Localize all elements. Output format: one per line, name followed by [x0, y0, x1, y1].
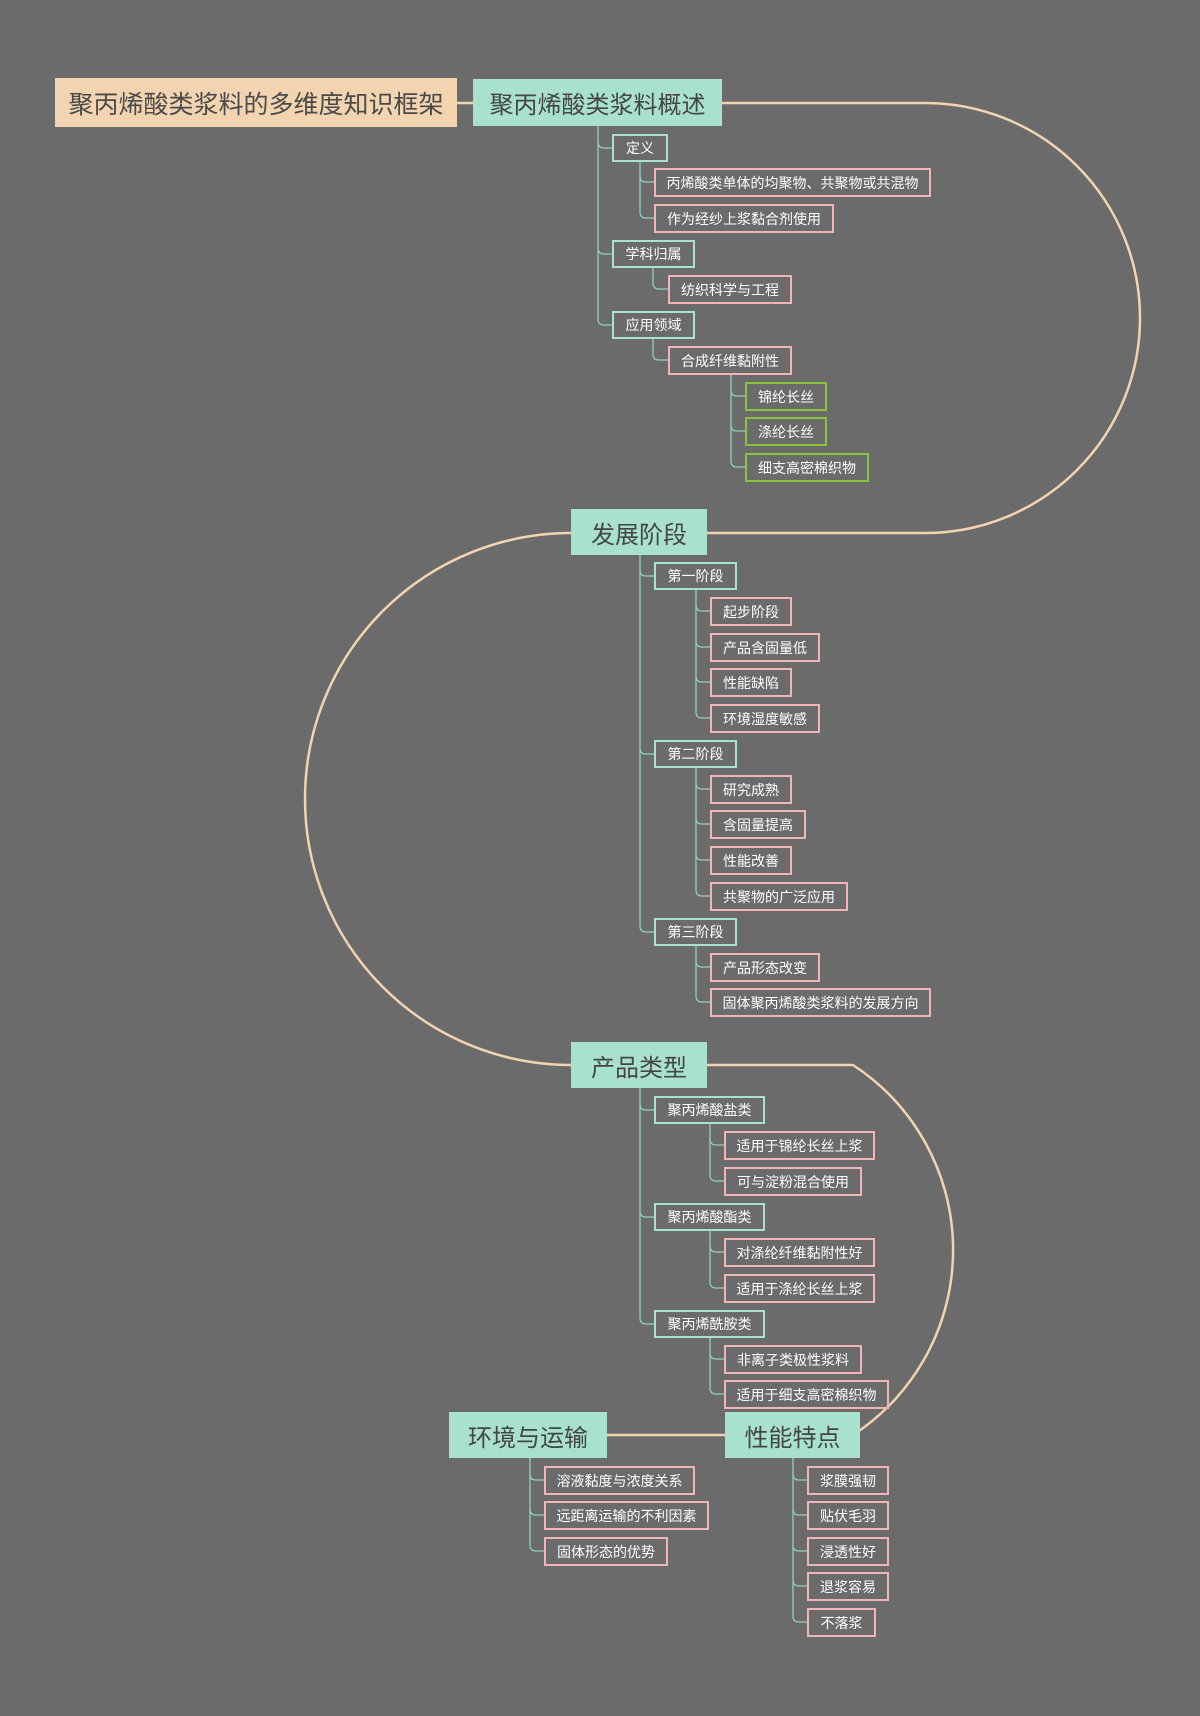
topic-stages[interactable]: 发展阶段	[571, 509, 707, 555]
leaf-application-1-label: 合成纤维黏附性	[681, 353, 779, 370]
leaf-performance-1-label: 浆膜强韧	[820, 1473, 876, 1490]
subtopic-stage-1[interactable]: 第一阶段	[654, 562, 737, 590]
leaf3-application-2-label: 涤纶长丝	[758, 424, 814, 441]
leaf-application-1[interactable]: 合成纤维黏附性	[668, 346, 792, 375]
leaf-stage3-1-label: 产品形态改变	[723, 960, 807, 977]
subtopic-salt[interactable]: 聚丙烯酸盐类	[654, 1096, 765, 1124]
spine	[303, 101, 1142, 1437]
leaf-stage2-1[interactable]: 研究成熟	[710, 775, 792, 804]
subtopic-stage-2[interactable]: 第二阶段	[654, 740, 737, 768]
leaf-salt-2[interactable]: 可与淀粉混合使用	[724, 1167, 862, 1196]
leaf-stage2-4-label: 共聚物的广泛应用	[723, 889, 835, 906]
subtopic-discipline-label: 学科归属	[625, 247, 682, 263]
leaf-performance-2-label: 贴伏毛羽	[820, 1508, 876, 1525]
subtopic-application[interactable]: 应用领域	[612, 311, 695, 339]
leaf-stage2-3-label: 性能改善	[723, 853, 779, 870]
leaf-salt-1-label: 适用于锦纶长丝上浆	[736, 1138, 863, 1155]
topic-performance-title: 性能特点	[744, 1423, 841, 1452]
leaf-performance-5-label: 不落浆	[820, 1615, 863, 1632]
subtopic-stage-3-label: 第三阶段	[667, 925, 724, 941]
leaf3-application-1[interactable]: 锦纶长丝	[745, 382, 827, 411]
leaf-performance-5[interactable]: 不落浆	[807, 1608, 876, 1637]
leaf-discipline-1[interactable]: 纺织科学与工程	[668, 275, 792, 304]
subtopic-definition-label: 定义	[626, 141, 654, 157]
leaf-stage1-3-label: 性能缺陷	[723, 675, 779, 692]
root-title: 聚丙烯酸类浆料的多维度知识框架	[68, 89, 444, 119]
topic-overview[interactable]: 聚丙烯酸类浆料概述	[473, 79, 722, 126]
subtopic-ester[interactable]: 聚丙烯酸酯类	[654, 1203, 765, 1231]
leaf-stage1-4[interactable]: 环境湿度敏感	[710, 704, 820, 733]
leaf-stage2-3[interactable]: 性能改善	[710, 846, 792, 875]
leaf-amide-2[interactable]: 适用于细支高密棉织物	[724, 1380, 889, 1409]
leaf-performance-3-label: 浸透性好	[820, 1544, 876, 1561]
leaf-stage2-4[interactable]: 共聚物的广泛应用	[710, 882, 848, 911]
topic-types-title: 产品类型	[591, 1053, 687, 1082]
leaf-stage3-1[interactable]: 产品形态改变	[710, 953, 820, 982]
leaf-transport-2-label: 远距离运输的不利因素	[556, 1508, 697, 1525]
leaf-performance-4[interactable]: 退浆容易	[807, 1572, 889, 1601]
subtopic-application-label: 应用领域	[625, 318, 682, 334]
leaf-performance-3[interactable]: 浸透性好	[807, 1537, 889, 1566]
leaf-performance-4-label: 退浆容易	[820, 1579, 876, 1596]
topic-stages-title: 发展阶段	[591, 520, 687, 549]
leaf-transport-1-label: 溶液黏度与浓度关系	[556, 1473, 683, 1490]
leaf-stage3-2-label: 固体聚丙烯酸类浆料的发展方向	[722, 995, 919, 1012]
topic-transport-title: 环境与运输	[468, 1423, 588, 1452]
leaf-stage1-1-label: 起步阶段	[723, 604, 779, 621]
leaf-stage1-1[interactable]: 起步阶段	[710, 597, 792, 626]
leaf-ester-2[interactable]: 适用于涤纶长丝上浆	[724, 1274, 875, 1303]
topic-overview-title: 聚丙烯酸类浆料概述	[489, 91, 706, 119]
leaf-stage2-1-label: 研究成熟	[723, 782, 779, 799]
leaf3-application-1-label: 锦纶长丝	[758, 389, 814, 406]
leaf-ester-1-label: 对涤纶纤维黏附性好	[736, 1245, 863, 1262]
leaf-stage2-2-label: 含固量提高	[723, 817, 793, 834]
leaf-definition-2-label: 作为经纱上浆黏合剂使用	[667, 211, 821, 228]
leaf-ester-2-label: 适用于涤纶长丝上浆	[736, 1281, 863, 1298]
leaf3-application-3[interactable]: 细支高密棉织物	[745, 453, 869, 482]
leaf3-application-2[interactable]: 涤纶长丝	[745, 417, 827, 446]
leaf-transport-1[interactable]: 溶液黏度与浓度关系	[544, 1466, 695, 1495]
leaf-transport-3[interactable]: 固体形态的优势	[544, 1537, 668, 1566]
leaf-amide-1-label: 非离子类极性浆料	[737, 1352, 849, 1369]
leaf-stage1-3[interactable]: 性能缺陷	[710, 668, 792, 697]
leaf3-application-3-label: 细支高密棉织物	[758, 460, 856, 477]
leaf-performance-2[interactable]: 贴伏毛羽	[807, 1501, 889, 1530]
leaf-discipline-1-label: 纺织科学与工程	[681, 282, 779, 299]
leaf-salt-1[interactable]: 适用于锦纶长丝上浆	[724, 1131, 875, 1160]
subtopic-ester-label: 聚丙烯酸酯类	[667, 1210, 752, 1226]
leaf-stage1-4-label: 环境湿度敏感	[723, 711, 807, 728]
root-topic[interactable]: 聚丙烯酸类浆料的多维度知识框架	[55, 78, 457, 127]
subtopic-stage-3[interactable]: 第三阶段	[654, 918, 737, 946]
topic-transport[interactable]: 环境与运输	[449, 1412, 607, 1458]
leaf-ester-1[interactable]: 对涤纶纤维黏附性好	[724, 1238, 875, 1267]
tree-branches	[529, 126, 807, 1623]
subtopic-stage-2-label: 第二阶段	[667, 747, 724, 763]
leaf-amide-2-label: 适用于细支高密棉织物	[736, 1387, 877, 1404]
leaf-amide-1[interactable]: 非离子类极性浆料	[724, 1345, 862, 1374]
leaf-stage1-2[interactable]: 产品含固量低	[710, 633, 820, 662]
leaf-salt-2-label: 可与淀粉混合使用	[737, 1174, 849, 1191]
subtopic-stage-1-label: 第一阶段	[667, 569, 724, 585]
leaf-stage2-2[interactable]: 含固量提高	[710, 810, 806, 839]
subtopic-salt-label: 聚丙烯酸盐类	[667, 1103, 752, 1119]
leaf-definition-1-label: 丙烯酸类单体的均聚物、共聚物或共混物	[666, 175, 919, 192]
subtopic-discipline[interactable]: 学科归属	[612, 240, 695, 268]
leaf-transport-2[interactable]: 远距离运输的不利因素	[544, 1501, 709, 1530]
leaf-transport-3-label: 固体形态的优势	[557, 1544, 655, 1561]
topic-types[interactable]: 产品类型	[571, 1042, 707, 1088]
leaf-definition-2[interactable]: 作为经纱上浆黏合剂使用	[654, 204, 834, 233]
subtopic-amide-label: 聚丙烯酰胺类	[667, 1317, 752, 1333]
topic-performance[interactable]: 性能特点	[725, 1412, 860, 1458]
subtopic-definition[interactable]: 定义	[612, 134, 668, 162]
leaf-performance-1[interactable]: 浆膜强韧	[807, 1466, 889, 1495]
leaf-stage3-2[interactable]: 固体聚丙烯酸类浆料的发展方向	[710, 988, 931, 1017]
subtopic-amide[interactable]: 聚丙烯酰胺类	[654, 1310, 765, 1338]
leaf-definition-1[interactable]: 丙烯酸类单体的均聚物、共聚物或共混物	[654, 168, 931, 197]
leaf-stage1-2-label: 产品含固量低	[723, 640, 807, 657]
